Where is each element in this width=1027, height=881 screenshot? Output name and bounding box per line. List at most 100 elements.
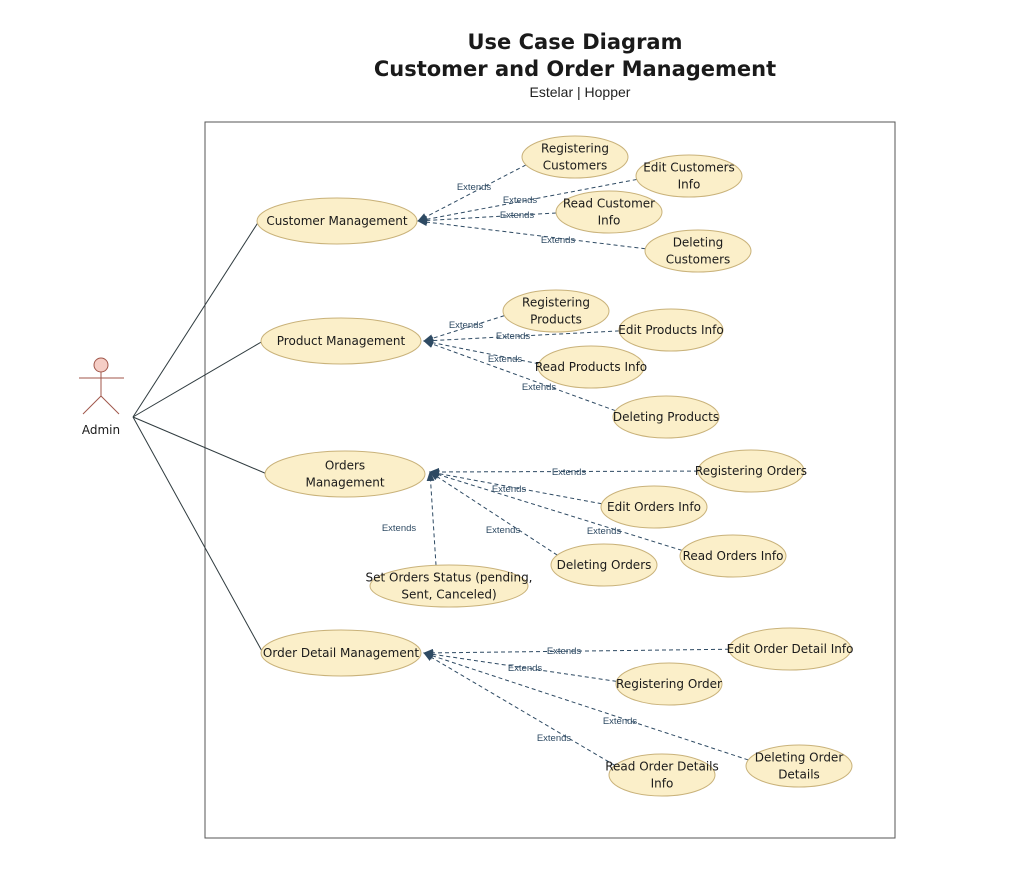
use-case-label: Info	[598, 214, 621, 228]
extend-line	[423, 340, 616, 412]
extend-label: Extends	[541, 235, 576, 246]
use-case-ellipse	[697, 449, 805, 493]
extend-relationships: ExtendsExtendsExtendsExtendsExtendsExten…	[382, 164, 749, 766]
actor-right-leg	[100, 395, 120, 415]
use-case-label: Customers	[543, 159, 608, 173]
extend-label: Extends	[496, 331, 531, 342]
use-case-label: Customer Management	[266, 214, 407, 228]
use-case-ellipse	[615, 662, 723, 706]
extend-line	[423, 330, 620, 345]
extend-line	[417, 218, 646, 250]
extend-line	[423, 648, 730, 657]
use-case-label: Registering	[541, 142, 609, 156]
actor-admin: Admin	[79, 357, 124, 437]
use-case-ellipse	[608, 753, 716, 797]
use-case-edit-orders-info: Edit Orders Info	[600, 485, 708, 529]
use-case-label: Info	[678, 178, 701, 192]
use-case-label: Deleting Order	[755, 751, 844, 765]
use-case-edit-products-info: Edit Products Info	[618, 308, 724, 352]
actor-label: Admin	[82, 423, 120, 437]
extend-label: Extends	[486, 525, 521, 536]
use-case-label: Info	[651, 777, 674, 791]
use-case-ellipse	[679, 534, 787, 578]
use-case-ellipse	[644, 229, 752, 273]
use-case-ellipse	[502, 289, 610, 333]
extend-label: Extends	[522, 382, 557, 393]
extend-label: Extends	[382, 523, 417, 534]
extend-line	[417, 212, 557, 225]
extend-line	[426, 471, 437, 566]
use-case-label: Edit Customers	[643, 161, 735, 175]
use-case-ellipse	[600, 485, 708, 529]
extend-label: Extends	[537, 733, 572, 744]
use-case-order-detail-management: Order Detail Management	[260, 629, 422, 677]
extend-line	[423, 652, 749, 761]
extend-line	[429, 471, 558, 556]
use-case-ellipse	[612, 395, 720, 439]
use-case-label: Read Products Info	[535, 360, 647, 374]
association-line	[132, 340, 264, 418]
use-case-label: Customers	[666, 253, 731, 267]
use-case-label: Product Management	[277, 334, 406, 348]
extend-line	[429, 470, 683, 551]
use-case-ellipse	[264, 450, 426, 498]
use-case-label: Details	[778, 768, 820, 782]
use-case-label: Deleting	[673, 236, 724, 250]
use-case-ellipse	[256, 197, 418, 245]
diagram-title: Use Case Diagram	[467, 30, 683, 54]
use-case-ellipse	[537, 345, 645, 389]
use-case-label: Read Order Details	[605, 760, 718, 774]
extend-label: Extends	[503, 195, 538, 206]
extend-line	[417, 178, 637, 224]
use-case-label: Orders	[325, 459, 365, 473]
use-case-deleting-products: Deleting Products	[612, 395, 720, 439]
actor-head	[93, 357, 109, 373]
extend-label: Extends	[500, 210, 535, 221]
use-case-label: Management	[305, 476, 384, 490]
use-case-set-orders-status-pending-sent-canceled: Set Orders Status (pending,Sent, Cancele…	[365, 564, 533, 608]
extend-label: Extends	[587, 526, 622, 537]
use-case-label: Edit Order Detail Info	[727, 642, 854, 656]
extend-line	[423, 650, 617, 682]
use-case-label: Sent, Canceled)	[401, 588, 496, 602]
use-case-ellipse	[745, 744, 853, 788]
use-case-deleting-orders: Deleting Orders	[550, 543, 658, 587]
use-case-ellipse	[635, 154, 743, 198]
extend-line	[429, 469, 602, 505]
use-case-ellipse	[369, 564, 529, 608]
extend-label: Extends	[457, 182, 492, 193]
use-case-label: Deleting Orders	[557, 558, 652, 572]
use-case-read-products-info: Read Products Info	[535, 345, 647, 389]
use-case-label: Deleting Products	[613, 410, 719, 424]
use-case-ellipse	[728, 627, 852, 671]
use-case-registering-order: Registering Order	[615, 662, 723, 706]
use-case-ellipse	[555, 190, 663, 234]
use-case-label: Registering	[522, 296, 590, 310]
use-case-ellipse	[260, 317, 422, 365]
use-case-label: Edit Orders Info	[607, 500, 701, 514]
use-case-ellipse	[521, 135, 629, 179]
extend-label: Extends	[508, 663, 543, 674]
use-case-label: Products	[530, 313, 582, 327]
extend-line	[423, 338, 539, 365]
use-case-registering-orders: Registering Orders	[695, 449, 807, 493]
extend-line	[423, 315, 505, 343]
diagram-title-line-2: Customer and Order Management	[373, 57, 777, 81]
extend-label: Extends	[603, 716, 638, 727]
system-boundary	[204, 121, 896, 839]
use-case-product-management: Product Management	[260, 317, 422, 365]
associations	[132, 220, 268, 654]
extend-label: Extends	[488, 354, 523, 365]
use-case-label: Edit Products Info	[618, 323, 723, 337]
use-case-ellipse	[260, 629, 422, 677]
association-line	[132, 220, 260, 418]
diagram-subtitle: Estelar | Hopper	[529, 84, 631, 100]
extend-label: Extends	[492, 484, 527, 495]
